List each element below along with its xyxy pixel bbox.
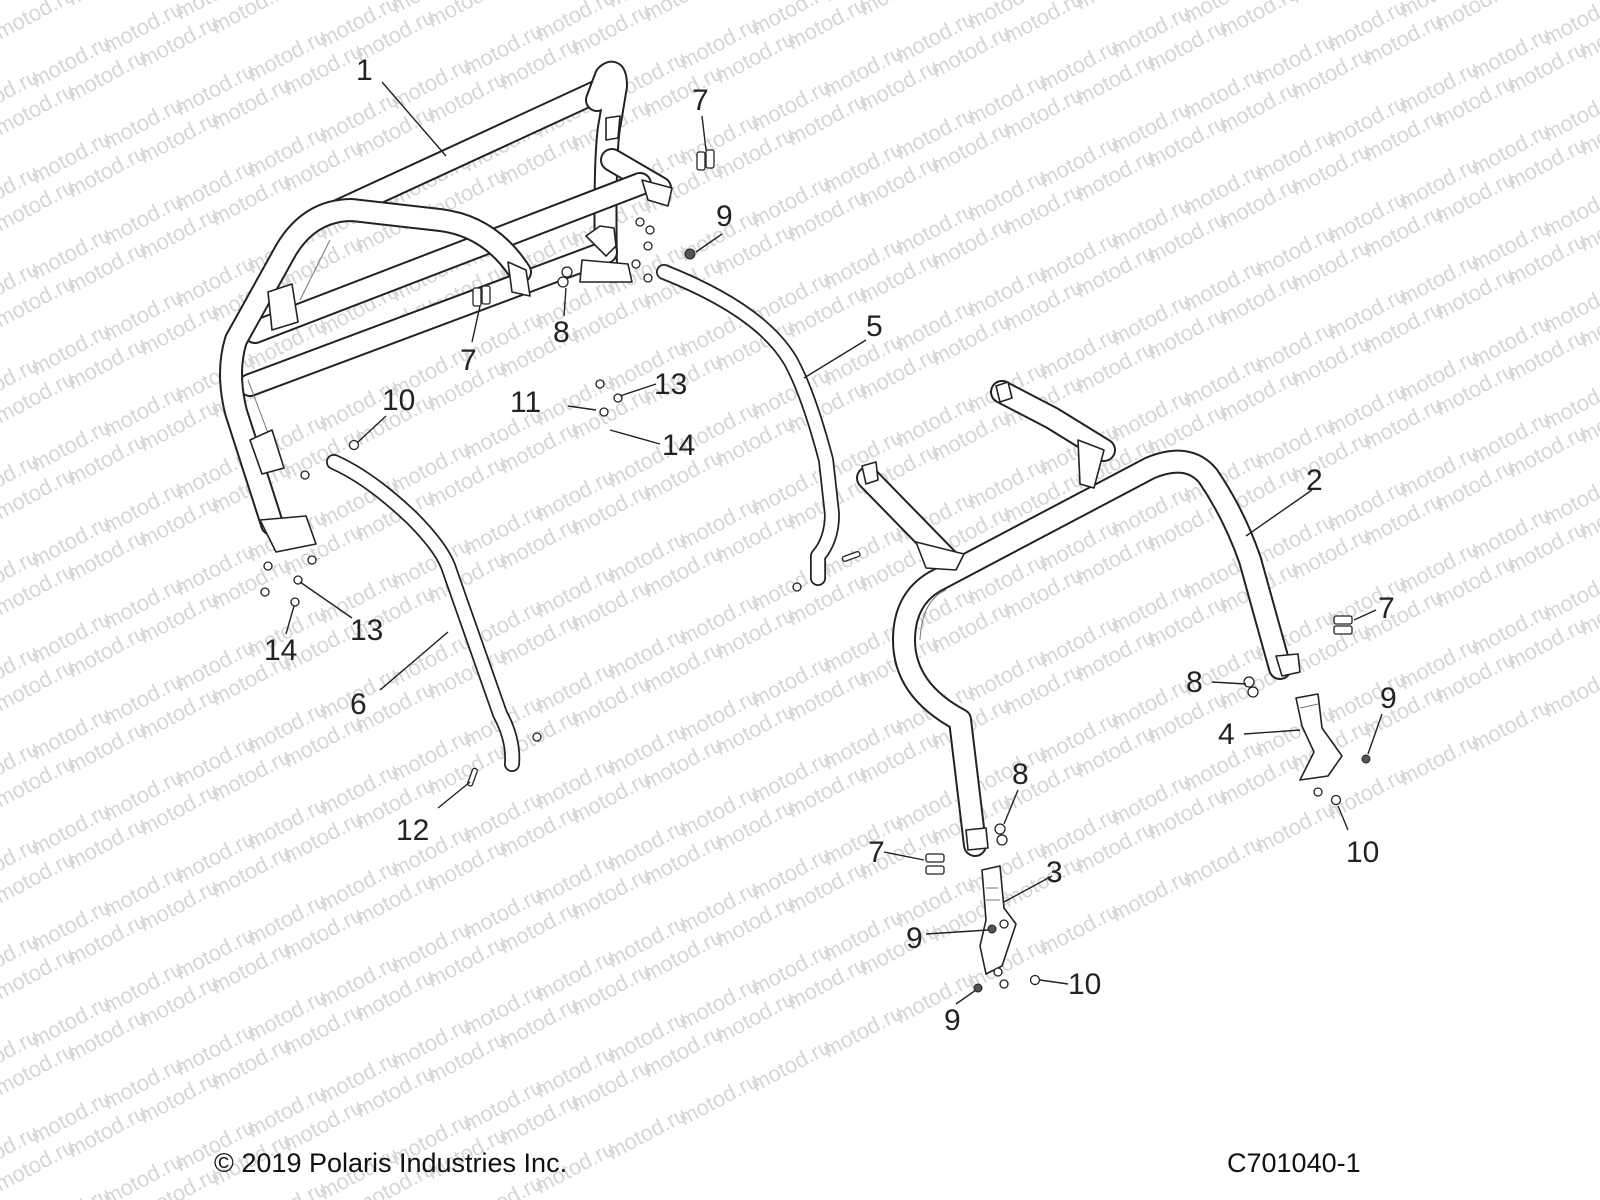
callout-8a: 8 <box>553 316 570 349</box>
callout-2: 2 <box>1306 464 1323 497</box>
callouts: 1 2 3 4 5 6 7 7 7 7 8 8 8 9 9 9 9 <box>264 54 1397 1037</box>
callout-6: 6 <box>350 688 367 721</box>
callout-8c: 8 <box>1012 758 1029 791</box>
callout-10b: 10 <box>1346 836 1379 869</box>
watermark-text: motod.ru <box>63 0 151 10</box>
watermark-text: motod.ru <box>279 0 367 4</box>
callout-14b: 14 <box>264 634 297 667</box>
watermark-text: motod.ru <box>855 0 943 20</box>
callout-9b: 9 <box>1380 682 1397 715</box>
watermark-text: motod.ru <box>1431 0 1519 36</box>
watermark-text: motod.ru <box>639 0 727 26</box>
callout-9c: 9 <box>906 922 923 955</box>
callout-7a: 7 <box>692 84 709 117</box>
callout-13a: 13 <box>654 368 687 401</box>
part-2-rear-cage <box>856 380 1301 857</box>
watermark-text: motod.ru <box>1539 660 1600 723</box>
callout-8b: 8 <box>1186 666 1203 699</box>
callout-10a: 10 <box>382 384 415 417</box>
callout-7d: 7 <box>868 836 885 869</box>
watermark-text: motod.ru <box>1287 0 1375 8</box>
pin-7d <box>925 853 945 863</box>
copyright-notice: © 2019 Polaris Industries Inc. <box>214 1148 568 1178</box>
callout-3: 3 <box>1046 856 1063 889</box>
part-5-brace-tube <box>656 264 840 586</box>
watermark-text: motod.ru <box>1071 0 1159 14</box>
callout-12: 12 <box>396 814 429 847</box>
part-3-foot-bracket <box>979 865 1017 975</box>
pin-7b <box>472 287 482 307</box>
callout-11: 11 <box>510 386 541 419</box>
callout-7c: 7 <box>1378 592 1395 625</box>
watermark-text: motod.ru <box>0 0 79 44</box>
watermark-text: motod.ru <box>423 0 511 32</box>
pin-7a <box>696 151 706 171</box>
pin-7c <box>1333 615 1353 625</box>
part-1-front-cage <box>219 60 673 553</box>
callout-4: 4 <box>1218 718 1235 751</box>
watermark-text: motod.ru <box>207 0 295 38</box>
watermark-text: motod.ru <box>1503 0 1591 2</box>
callout-9d: 9 <box>944 1004 961 1037</box>
drawing-code: C701040-1 <box>1227 1148 1361 1178</box>
callout-9a: 9 <box>716 200 733 233</box>
callout-1: 1 <box>356 54 373 87</box>
part-4-foot-bracket <box>1295 693 1343 781</box>
callout-5: 5 <box>866 310 883 343</box>
hardware <box>260 149 1371 993</box>
callout-7b: 7 <box>460 344 477 377</box>
callout-14a: 14 <box>662 429 695 462</box>
callout-13b: 13 <box>350 614 383 647</box>
part-6-brace-tube <box>326 454 521 772</box>
callout-10c: 10 <box>1068 968 1101 1001</box>
